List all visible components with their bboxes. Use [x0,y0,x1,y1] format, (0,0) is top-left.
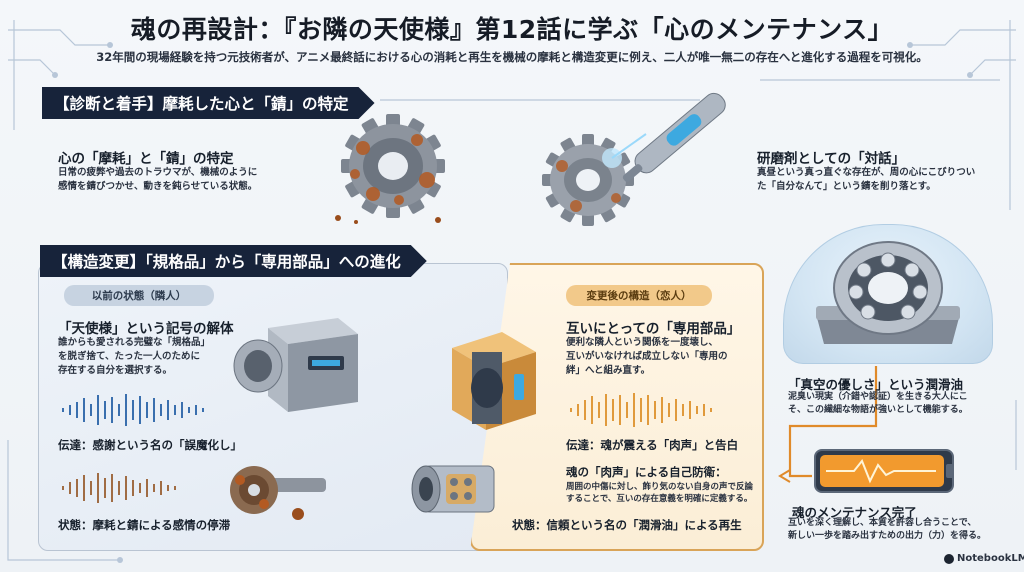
rusty-shaft-gear-icon [230,466,326,520]
maintenance-complete-heading: 魂のメンテナンス完了 [792,505,917,520]
logo-text: NotebookLM [957,553,1024,564]
warm-signal-waveform-icon [570,393,712,427]
wear-rust-heading: 心の「摩耗」と「錆」の特定 [58,151,234,167]
self-defense-heading: 魂の「肉声」による自己防衛： [566,465,727,479]
after-signal-label: 伝達：魂が震える「肉声」と告白 [566,438,739,452]
notebooklm-logo: NotebookLM [944,553,1024,564]
page-title: 魂の再設計：『お隣の天使様』第12話に学ぶ「心のメンテナンス」 [130,15,894,44]
angel-symbol-body: 誰からも愛される完璧な「規格品」 を脱ぎ捨て、たった一人のために 存在する自分を… [58,337,211,376]
before-state-pill: 以前の状態（隣人） [64,285,214,306]
maintenance-complete-body: 互いを深く理解し、本質を許容し合うことで、 新しい一歩を踏み出すための出力（力）… [788,518,987,541]
dedicated-part-heading: 互いにとっての「専用部品」 [566,321,741,337]
standard-part-icon [233,318,358,412]
rusty-gear-icon [335,114,445,224]
before-state-label: 状態：摩耗と錆による感情の停滞 [58,518,231,532]
after-state-label: 状態：信頼という名の「潤滑油」による再生 [512,518,742,532]
dedicated-part-body: 便利な隣人という関係を一度壊し、 互いがいなければ成立しない「専用の 絆」へと組… [566,337,728,376]
vacuum-kindness-heading: 「真空の優しさ」という潤滑油 [788,377,964,392]
section-banner-diagnosis: 【診断と着手】摩耗した心と「錆」の特定 [42,87,375,119]
bearing-cylinder-icon [411,465,495,513]
section-banner-structure: 【構造変更】「規格品」から「専用部品」への進化 [40,245,427,277]
muted-signal-waveform-icon [62,394,204,426]
before-signal-label: 伝達：感謝という名の「誤魔化し」 [58,438,242,452]
self-defense-body: 周囲の中傷に対し、飾り気のない自身の声で反論 することで、互いの存在意義を明確に… [566,482,754,504]
ball-bearing-icon [816,241,960,344]
angel-symbol-heading: 「天使様」という記号の解体 [58,321,234,337]
logo-icon [944,553,954,564]
page-subtitle: 32年間の現場経験を持つ元技術者が、アニメ最終話における心の消耗と再生を機械の摩… [96,50,928,64]
battery-charge-icon [820,455,954,487]
rusted-signal-waveform-icon [62,473,176,503]
dialogue-heading: 研磨剤としての「対話」 [757,151,906,167]
vacuum-kindness-body: 泥臭い現実（介錯や認証）を生きる大人にこ そ、この繊細な物語が強いとして機能する… [788,392,968,415]
polishing-gear-icon [542,92,726,226]
wear-rust-body: 日常の疲弊や過去のトラウマが、機械のように 感情を錆びつかせ、動きを鈍らせている… [58,167,258,192]
dedicated-part-icon [452,332,536,430]
after-state-pill: 変更後の構造（恋人） [566,285,712,306]
dialogue-body: 真昼という真っ直ぐな存在が、周の心にこびりつい た「自分なんて」という錆を削り落… [757,167,976,192]
